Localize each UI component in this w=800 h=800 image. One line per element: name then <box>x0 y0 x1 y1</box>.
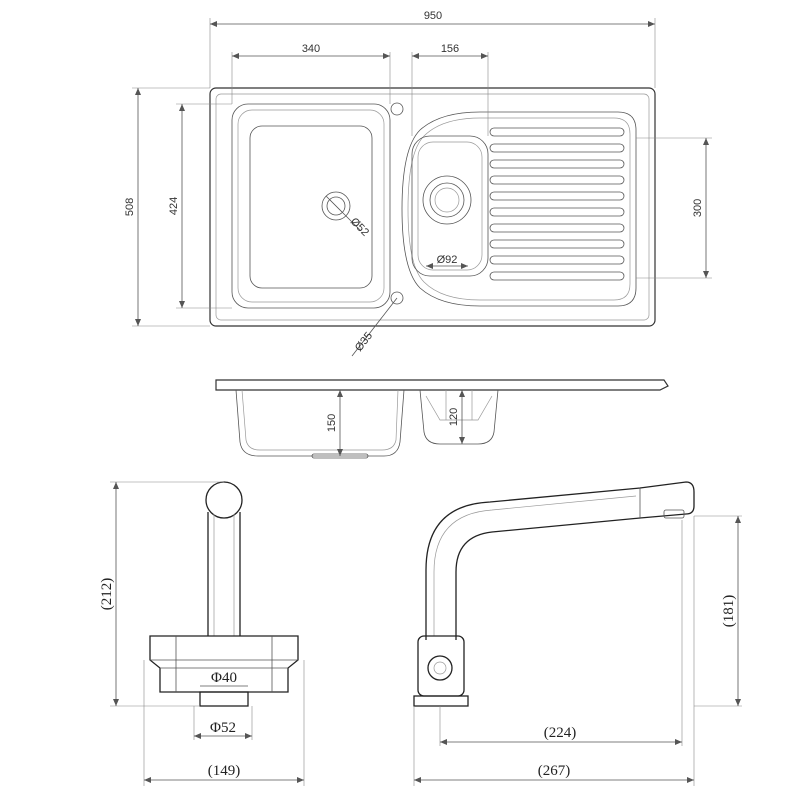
sink-side-view: 150 120 <box>215 379 669 459</box>
main-bowl-depth-label: 424 <box>168 197 180 215</box>
overall-depth-label: 508 <box>124 198 136 216</box>
tap-front-body <box>149 635 299 693</box>
tap-front-base <box>199 691 249 707</box>
tap-hole-bottom <box>390 291 404 305</box>
tap-side-body <box>417 635 465 697</box>
tap-spout-reach-label: (224) <box>544 725 577 741</box>
sink-inner-rim <box>215 93 650 321</box>
overall-width-label: 950 <box>424 10 442 22</box>
tap-front-view: Φ40 Φ52 (212) (149) <box>99 481 305 786</box>
sink-outer-rim <box>209 87 656 327</box>
tap-inner-diameter-label: Φ40 <box>211 670 237 686</box>
tap-hole-top <box>390 102 404 116</box>
half-waste-diameter-label: Ø92 <box>437 254 458 266</box>
drainer-surround <box>401 111 637 307</box>
tap-hole-diameter-label: Ø35 <box>353 330 375 354</box>
side-main-bowl <box>235 389 405 457</box>
tap-height-label: (212) <box>99 578 115 611</box>
half-bowl <box>411 135 489 277</box>
tap-side-spout <box>425 481 695 640</box>
side-half-depth-label: 120 <box>448 408 460 426</box>
tap-side-lever <box>427 655 453 681</box>
tap-overall-length-label: (267) <box>538 763 571 779</box>
side-main-depth-label: 150 <box>326 414 338 432</box>
side-half-bowl <box>419 389 499 445</box>
tap-side-base <box>413 695 469 707</box>
main-waste-diameter-label: Ø52 <box>348 216 371 239</box>
sink-top-view: 950 340 156 508 424 300 Ø52 <box>124 10 712 357</box>
main-waste-outlet <box>321 191 351 221</box>
tap-front-head <box>205 481 243 519</box>
tap-base-width-label: (149) <box>208 763 241 779</box>
half-bowl-waste-outlet <box>422 175 472 225</box>
tap-outer-diameter-label: Φ52 <box>210 720 236 736</box>
main-bowl <box>231 103 391 309</box>
tap-front-stem <box>207 512 241 636</box>
drainer-ribs <box>489 127 625 281</box>
drainer-depth-label: 300 <box>692 199 704 217</box>
main-bowl-width-label: 340 <box>302 43 320 55</box>
side-rim <box>215 379 669 391</box>
tap-side-view: (181) (224) (267) <box>413 481 742 786</box>
tap-spout-height-label: (181) <box>721 595 737 628</box>
half-bowl-width-label: 156 <box>441 43 459 55</box>
